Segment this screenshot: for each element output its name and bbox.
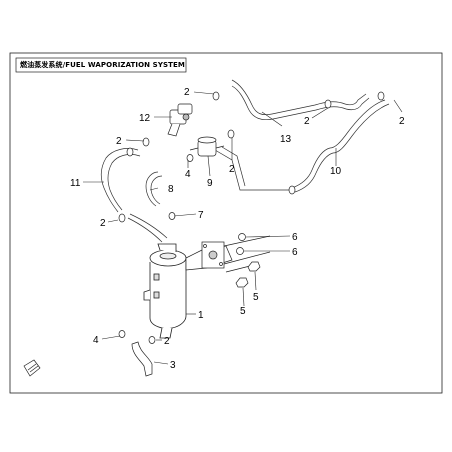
clamps-group xyxy=(118,91,385,344)
callout-2g: 2 xyxy=(164,336,170,347)
clamp-left xyxy=(142,137,150,147)
elbow-3 xyxy=(131,341,153,377)
clamp-bottom xyxy=(148,336,156,344)
callout-7: 7 xyxy=(198,210,204,221)
fasteners-group xyxy=(235,233,261,288)
callout-6a: 6 xyxy=(292,232,298,243)
callout-6b: 6 xyxy=(292,247,298,258)
callout-2a: 2 xyxy=(184,87,190,98)
callouts-group: 2 12 2 11 8 4 9 2 13 2 2 10 7 2 6 6 5 5 … xyxy=(70,87,405,371)
nut-6b xyxy=(236,247,244,255)
title-box-border xyxy=(15,57,187,73)
clamp-hose10-end xyxy=(288,185,296,195)
hose-11 xyxy=(100,148,139,213)
callout-8: 8 xyxy=(168,184,174,195)
clamp-top xyxy=(212,91,220,101)
clamp-filter xyxy=(227,129,235,139)
diagram-border xyxy=(9,52,443,394)
callout-2c: 2 xyxy=(229,164,235,175)
bolt-5b xyxy=(235,277,249,288)
leaders-group xyxy=(83,91,403,365)
hose-8 xyxy=(145,171,159,207)
diagram-title: 燃油蒸发系统/FUEL WAPORIZATION SYSTEM xyxy=(20,61,185,69)
hoses-group xyxy=(100,79,390,243)
bolt-5a xyxy=(247,261,261,272)
clamp-hose10-top xyxy=(377,91,385,101)
callout-11: 11 xyxy=(70,178,81,189)
callout-2f: 2 xyxy=(100,218,106,229)
callout-9: 9 xyxy=(207,178,213,189)
callout-1: 1 xyxy=(198,310,204,321)
filter-9 xyxy=(189,136,225,157)
callout-5b: 5 xyxy=(240,306,246,317)
callout-13: 13 xyxy=(280,134,292,145)
clamp-4b xyxy=(118,330,126,338)
grommet-icon xyxy=(23,359,41,377)
callout-5a: 5 xyxy=(253,292,259,303)
callout-2d: 2 xyxy=(304,116,310,127)
valve-12 xyxy=(167,103,193,137)
callout-2b: 2 xyxy=(116,136,122,147)
hose-10 xyxy=(291,99,386,189)
mount-bracket xyxy=(185,235,271,273)
callout-4b: 4 xyxy=(93,335,99,346)
nut-6a xyxy=(238,233,246,241)
callout-4a: 4 xyxy=(185,169,191,180)
callout-10: 10 xyxy=(330,166,342,177)
callout-2e: 2 xyxy=(399,116,405,127)
clamp-hose13-mid xyxy=(324,99,332,109)
clamp-left-hose xyxy=(126,147,134,157)
clamp-11-end xyxy=(118,213,126,223)
callout-12: 12 xyxy=(139,113,151,124)
callout-3: 3 xyxy=(170,360,176,371)
canister-1 xyxy=(143,243,187,339)
clamp-valve xyxy=(186,154,194,162)
